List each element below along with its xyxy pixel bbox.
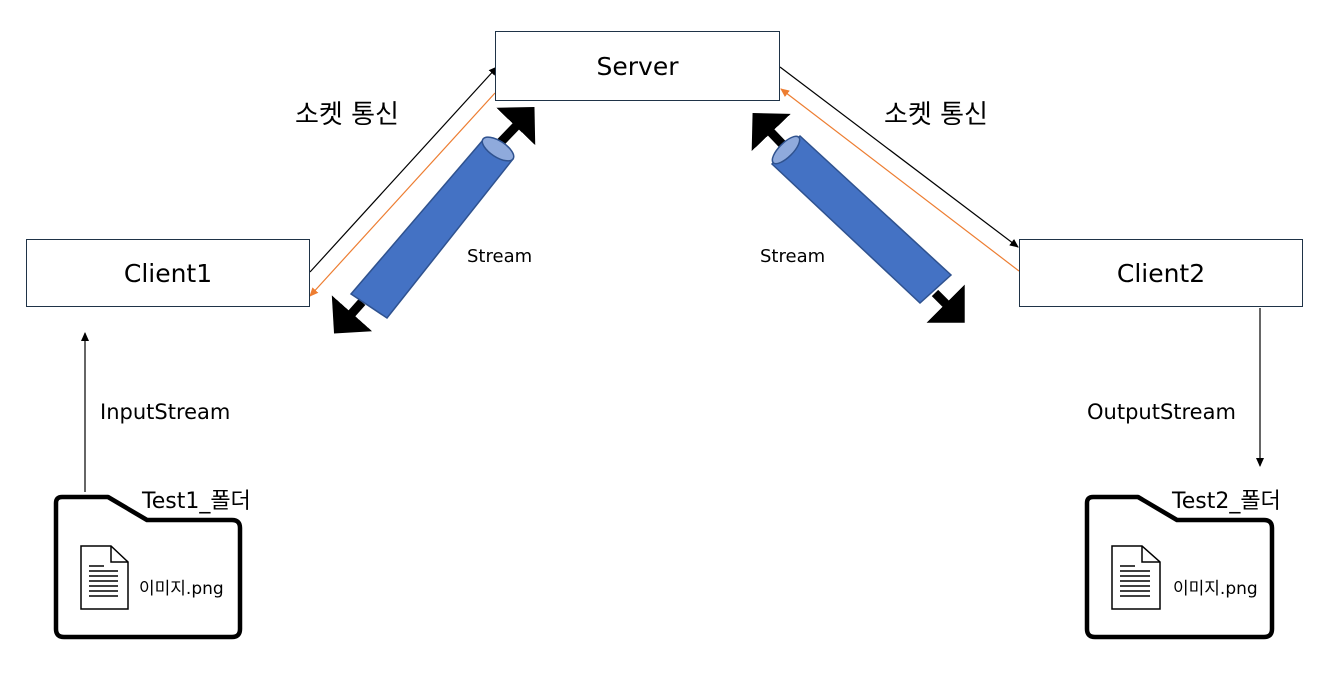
client1-to-server-line: [309, 66, 498, 273]
client2-label: Client2: [1116, 258, 1206, 288]
client2-node: Client2: [1019, 239, 1303, 307]
file1-name: 이미지.png: [139, 579, 224, 599]
server-node: Server: [495, 31, 780, 101]
client2-to-server-line: [780, 88, 1020, 272]
socket-label-left: 소켓 통신: [295, 100, 399, 130]
server-label: Server: [596, 51, 679, 81]
document-icon: [80, 545, 129, 610]
input-stream-label: InputStream: [100, 400, 231, 424]
server-to-client2-line: [779, 66, 1019, 248]
server-to-client1-line: [309, 92, 496, 297]
stream-pipe-left: [331, 107, 536, 334]
client1-label: Client1: [123, 258, 213, 288]
client1-node: Client1: [26, 239, 310, 307]
stream-label-left: Stream: [467, 246, 533, 267]
stream-pipe-right: [751, 112, 965, 323]
stream-label-right: Stream: [760, 246, 826, 267]
folder1-title: Test1_폴더: [142, 489, 251, 514]
output-stream-label: OutputStream: [1087, 400, 1236, 424]
document-icon: [1111, 545, 1161, 610]
folder2-title: Test2_폴더: [1172, 489, 1281, 514]
socket-label-right: 소켓 통신: [884, 100, 988, 130]
file2-name: 이미지.png: [1173, 579, 1258, 599]
